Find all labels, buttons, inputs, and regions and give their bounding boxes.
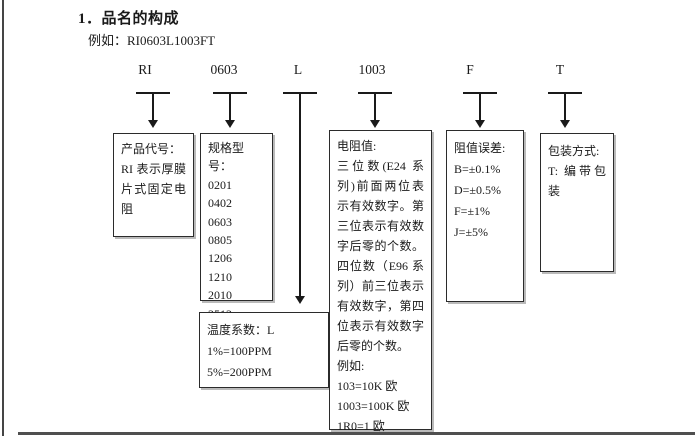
spec-model-item: 0805 bbox=[208, 233, 232, 248]
temp-coefficient-box: 温度系数：L 1%=100PPM 5%=200PPM bbox=[199, 312, 329, 388]
tolerance-line: B=±0.1% bbox=[454, 162, 501, 176]
spec-model-box: 规格型号： 0201 0402 0603 0805 1206 1210 2010… bbox=[200, 133, 273, 321]
temp-coefficient-line: 1%=100PPM bbox=[207, 344, 272, 358]
resistance-example: 1R0=1 欧 bbox=[337, 419, 385, 433]
packaging-title: 包装方式: bbox=[548, 144, 600, 158]
spec-model-item: 1210 bbox=[208, 269, 232, 284]
product-code-title: 产品代号： bbox=[121, 142, 182, 156]
section-title: 1．品名的构成 bbox=[78, 11, 180, 27]
resistance-value-body: 三位数(E24 系列)前面两位表示有效数字。第三位表示有效数字后零的个数。四位数… bbox=[337, 159, 424, 353]
spec-model-item: 1206 bbox=[208, 251, 232, 266]
example-part-number: 例如：RI0603L1003FT bbox=[88, 33, 216, 48]
code-label-t: T bbox=[555, 62, 565, 77]
spec-model-title: 规格型号： bbox=[208, 141, 245, 174]
tolerance-title: 阻值误差: bbox=[454, 141, 506, 155]
tolerance-line: J=±5% bbox=[454, 225, 489, 239]
product-code-box: 产品代号： RI 表示厚膜片式固定电阻 bbox=[113, 133, 194, 237]
resistance-example-label: 例如: bbox=[337, 359, 365, 373]
spec-model-item: 0402 bbox=[208, 196, 232, 211]
resistance-example: 103=10K 欧 bbox=[337, 379, 398, 393]
resistance-value-box: 电阻值: 三位数(E24 系列)前面两位表示有效数字。第三位表示有效数字后零的个… bbox=[329, 130, 432, 433]
product-code-body: RI 表示厚膜片式固定电阻 bbox=[121, 162, 186, 216]
tolerance-box: 阻值误差: B=±0.1% D=±0.5% F=±1% J=±5% bbox=[446, 130, 524, 302]
resistance-example: 1003=100K 欧 bbox=[337, 399, 410, 413]
resistance-value-title: 电阻值: bbox=[337, 139, 377, 153]
spec-model-item: 2010 bbox=[208, 288, 232, 303]
code-label-f: F bbox=[466, 62, 474, 77]
code-label-1003: 1003 bbox=[358, 62, 386, 77]
code-label-0603: 0603 bbox=[210, 62, 238, 77]
packaging-box: 包装方式: T: 编带包装 bbox=[540, 133, 614, 272]
code-label-l: L bbox=[293, 62, 303, 77]
tolerance-line: F=±1% bbox=[454, 204, 491, 218]
packaging-body: T: 编带包装 bbox=[548, 164, 606, 198]
temp-coefficient-line: 5%=200PPM bbox=[207, 365, 272, 379]
page-bottom-rule bbox=[18, 432, 695, 435]
code-label-ri: RI bbox=[138, 62, 152, 77]
spec-model-item: 0603 bbox=[208, 214, 232, 229]
page-left-border bbox=[2, 0, 4, 436]
spec-model-item: 0201 bbox=[208, 177, 232, 192]
temp-coefficient-title: 温度系数：L bbox=[207, 323, 275, 337]
tolerance-line: D=±0.5% bbox=[454, 183, 502, 197]
